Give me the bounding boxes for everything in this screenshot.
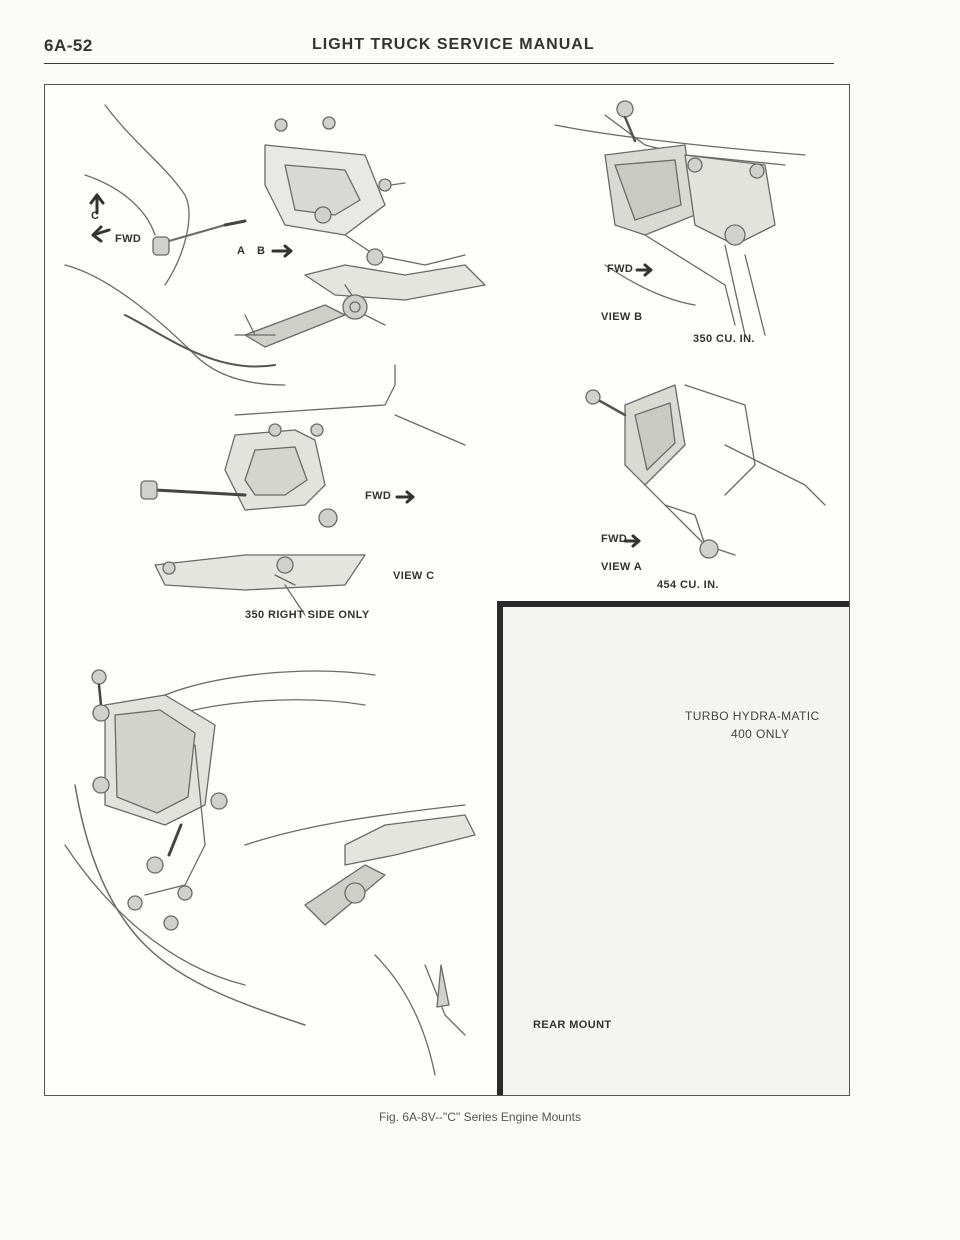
label-a-marker: A <box>237 245 246 257</box>
label-fwd-view-b: FWD <box>607 263 634 275</box>
label-400-only: 400 ONLY <box>731 727 790 741</box>
label-view-c: VIEW C <box>393 570 435 582</box>
label-b-marker: B <box>257 245 266 257</box>
page-number: 6A-52 <box>44 36 93 55</box>
figure-frame: FWD C A B FWD VIEW B 350 CU. IN. FWD VIE… <box>44 84 850 1096</box>
view-c-drawing <box>140 364 466 616</box>
manual-title: LIGHT TRUCK SERVICE MANUAL <box>312 36 595 53</box>
label-fwd-view-a: FWD <box>601 533 628 545</box>
label-350-right-side-only: 350 RIGHT SIDE ONLY <box>245 609 370 621</box>
rear-mount-inset <box>497 601 849 1095</box>
view-a-drawing <box>585 384 826 559</box>
figure-caption: Fig. 6A-8V--"C" Series Engine Mounts <box>379 1110 581 1124</box>
label-350-cu-in: 350 CU. IN. <box>693 333 755 345</box>
label-rear-mount: REAR MOUNT <box>533 1019 612 1031</box>
label-fwd-main: FWD <box>115 233 142 245</box>
label-view-b: VIEW B <box>601 311 643 323</box>
label-turbo-hydra-matic: TURBO HYDRA-MATIC <box>685 709 820 723</box>
page-header: 6A-52 LIGHT TRUCK SERVICE MANUAL <box>44 30 834 64</box>
main-mount-drawing <box>64 104 486 386</box>
side-frame-mount-drawing <box>64 669 476 1076</box>
view-b-drawing <box>554 100 806 336</box>
label-fwd-view-c: FWD <box>365 490 392 502</box>
label-c-marker: C <box>91 210 100 222</box>
label-view-a: VIEW A <box>601 561 643 573</box>
label-454-cu-in: 454 CU. IN. <box>657 579 719 591</box>
